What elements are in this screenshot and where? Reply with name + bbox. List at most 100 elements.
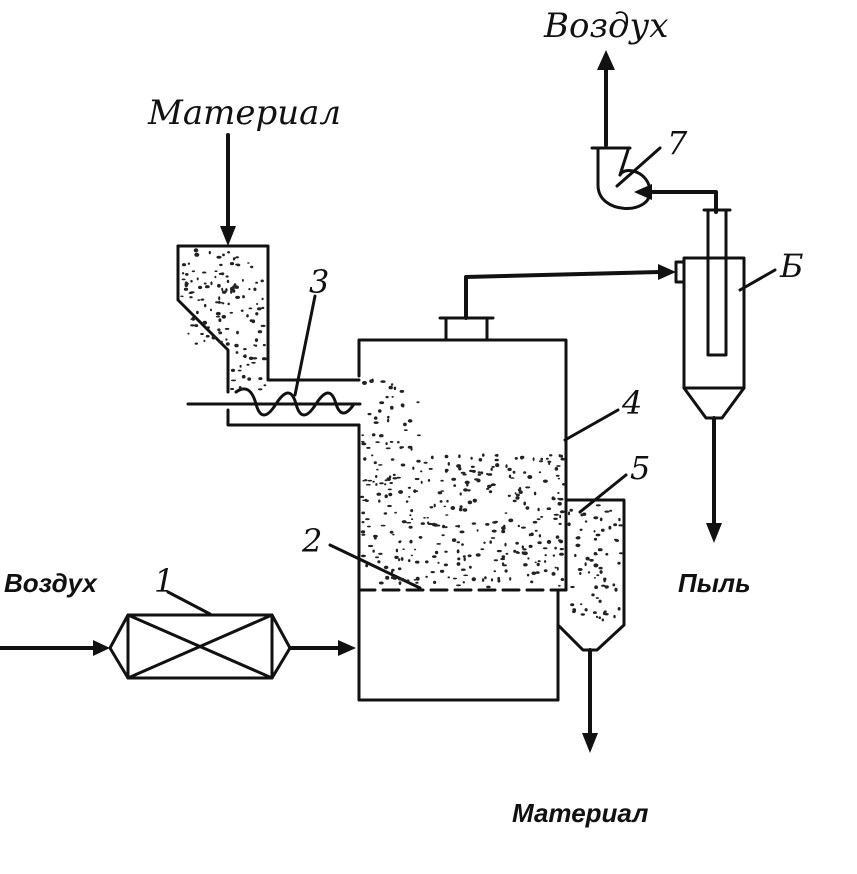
particle-dot xyxy=(554,566,557,569)
particle-dot xyxy=(254,344,258,347)
particle-dot xyxy=(605,552,609,556)
particle-dot xyxy=(609,509,613,512)
particle-dot xyxy=(558,497,564,501)
particle-dot xyxy=(257,307,262,311)
particle-dot xyxy=(567,511,571,516)
particle-dot xyxy=(413,579,417,581)
particle-dot xyxy=(530,580,534,584)
particle-dot xyxy=(467,489,471,492)
particle-dot xyxy=(543,569,548,573)
particle-dot xyxy=(371,454,374,457)
material-particles xyxy=(180,248,624,622)
particle-dot xyxy=(549,454,553,457)
particle-dot xyxy=(514,492,517,495)
particle-dot xyxy=(441,534,445,537)
particle-dot xyxy=(395,548,399,553)
particle-dot xyxy=(399,389,405,393)
particle-dot xyxy=(512,470,516,474)
particle-dot xyxy=(409,539,413,544)
particle-dot xyxy=(542,547,548,550)
particle-dot xyxy=(397,441,400,444)
particle-dot xyxy=(463,574,469,577)
particle-dot xyxy=(260,324,266,327)
particle-dot xyxy=(490,467,493,471)
particle-dot xyxy=(487,484,493,488)
particle-dot xyxy=(387,488,392,491)
particle-dot xyxy=(489,540,493,544)
particle-dot xyxy=(365,518,370,521)
particle-dot xyxy=(242,355,246,358)
particle-dot xyxy=(379,482,384,485)
particle-dot xyxy=(434,550,439,555)
particle-dot xyxy=(258,388,263,391)
particle-dot xyxy=(457,557,461,561)
particle-dot xyxy=(403,429,408,431)
particle-dot xyxy=(248,356,254,360)
particle-dot xyxy=(504,542,507,547)
particle-dot xyxy=(584,562,587,567)
particle-dot xyxy=(598,566,603,570)
particle-dot xyxy=(472,498,477,503)
particle-dot xyxy=(225,338,228,341)
particle-dot xyxy=(414,548,417,551)
particle-dot xyxy=(261,306,265,310)
particle-dot xyxy=(538,534,542,538)
particle-dot xyxy=(617,607,621,611)
particle-dot xyxy=(254,338,259,342)
particle-dot xyxy=(386,477,392,481)
particle-dot xyxy=(430,571,435,574)
particle-dot xyxy=(216,255,222,259)
particle-dot xyxy=(246,363,250,366)
particle-dot xyxy=(595,615,599,619)
particle-dot xyxy=(208,250,211,255)
particle-dot xyxy=(402,548,405,550)
particle-dot xyxy=(187,332,190,335)
particle-dot xyxy=(601,618,604,622)
particle-dot xyxy=(567,522,571,527)
particle-dot xyxy=(433,503,436,508)
particle-dot xyxy=(491,465,495,468)
particle-dot xyxy=(593,563,599,568)
particle-dot xyxy=(390,383,394,386)
particle-dot xyxy=(520,455,525,459)
particle-dot xyxy=(193,248,199,253)
particle-dot xyxy=(180,295,184,298)
particle-dot xyxy=(617,561,621,565)
particle-dot xyxy=(400,463,406,467)
particle-dot xyxy=(372,480,375,483)
particle-dot xyxy=(401,405,405,408)
particle-dot xyxy=(459,530,465,534)
particle-dot xyxy=(490,537,496,539)
particle-dot xyxy=(227,302,230,306)
number-grate: 2 xyxy=(301,522,322,560)
particle-dot xyxy=(536,562,540,567)
particle-dot xyxy=(204,303,207,308)
number-overflow: 5 xyxy=(630,449,650,487)
particle-dot xyxy=(365,483,371,486)
particle-dot xyxy=(501,555,506,559)
particle-dot xyxy=(373,416,378,420)
particle-dot xyxy=(420,480,423,484)
particle-dot xyxy=(444,526,448,529)
particle-dot xyxy=(380,380,386,383)
particle-dot xyxy=(230,289,233,294)
particle-dot xyxy=(521,545,524,549)
particle-dot xyxy=(557,501,562,506)
particle-dot xyxy=(444,454,449,459)
particle-dot xyxy=(366,525,371,528)
particle-dot xyxy=(440,490,445,492)
particle-dot xyxy=(457,524,460,528)
particle-dot xyxy=(250,265,254,269)
particle-dot xyxy=(241,279,244,282)
particle-dot xyxy=(580,603,583,606)
particle-dot xyxy=(385,447,391,450)
particle-dot xyxy=(494,520,498,524)
particle-dot xyxy=(206,326,210,329)
particle-dot xyxy=(229,262,235,266)
particle-dot xyxy=(534,561,537,564)
particle-dot xyxy=(202,320,208,325)
particle-dot xyxy=(375,475,378,478)
particle-dot xyxy=(194,324,199,328)
particle-dot xyxy=(593,577,596,579)
particle-dot xyxy=(410,509,414,513)
